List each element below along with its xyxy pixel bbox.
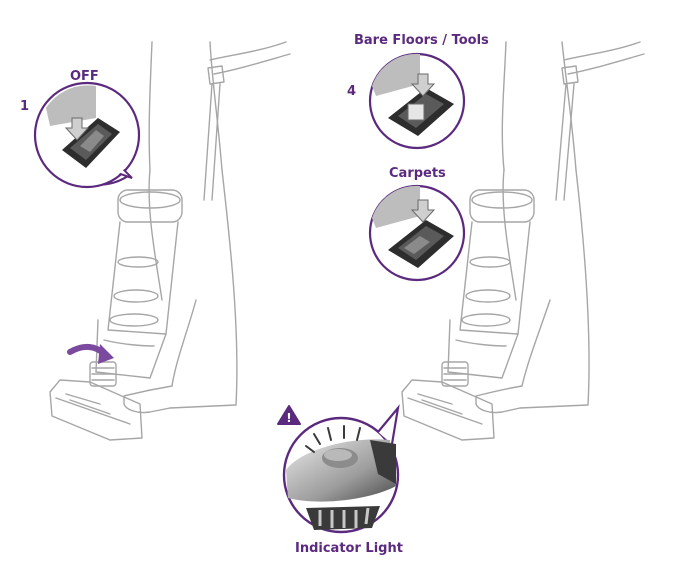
bare-floors-switch-callout xyxy=(368,52,466,150)
off-label: OFF xyxy=(70,69,99,84)
bare-floors-tools-label: Bare Floors / Tools xyxy=(354,33,489,48)
indicator-light-label: Indicator Light xyxy=(295,541,403,556)
right-vacuum-illustration xyxy=(401,41,645,441)
left-vacuum-illustration xyxy=(49,41,291,441)
pedal-arrow xyxy=(67,344,107,357)
step-number-1: 1 xyxy=(20,99,30,114)
step-number-4: 4 xyxy=(347,84,357,99)
off-switch-callout xyxy=(33,81,141,189)
carpets-switch-callout xyxy=(368,184,466,282)
warning-icon: ! xyxy=(277,405,301,425)
indicator-light-callout xyxy=(282,404,400,534)
warning-glyph: ! xyxy=(286,411,291,425)
carpets-label: Carpets xyxy=(389,166,446,181)
